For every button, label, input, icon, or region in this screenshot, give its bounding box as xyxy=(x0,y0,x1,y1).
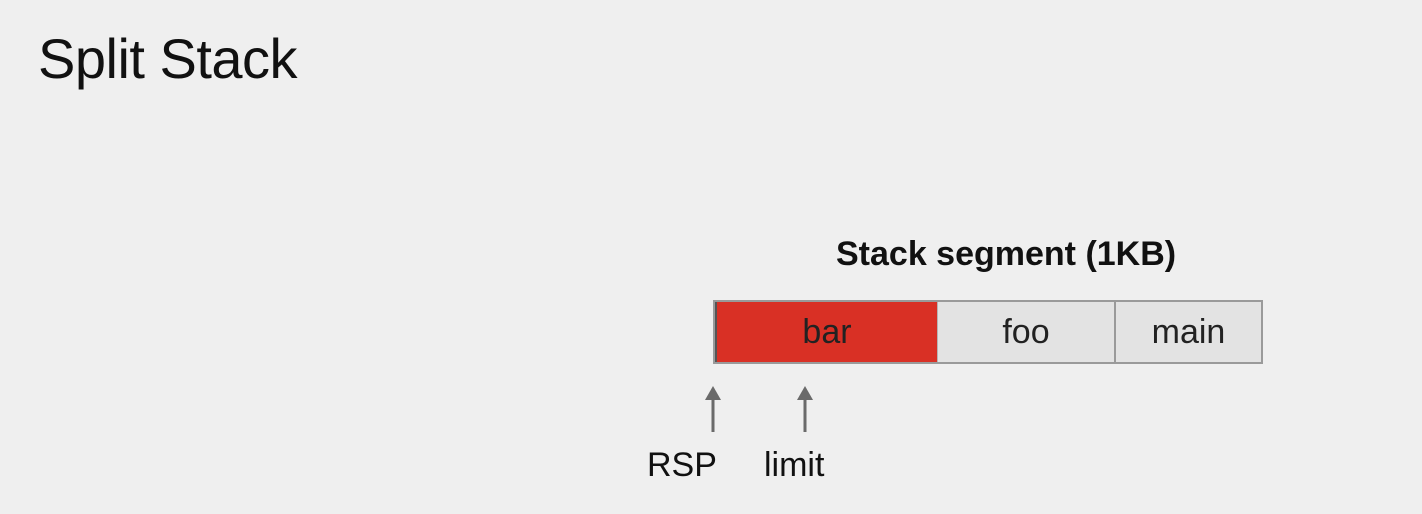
frame-bar: bar xyxy=(715,302,937,362)
frame-foo-label: foo xyxy=(1002,312,1050,351)
rsp-arrow-icon xyxy=(705,386,721,432)
slide-title: Split Stack xyxy=(38,27,298,90)
limit-arrow-icon xyxy=(797,386,813,432)
rsp-label: RSP xyxy=(647,446,717,484)
frame-main: main xyxy=(1114,302,1261,362)
frame-bar-label: bar xyxy=(802,312,852,351)
stack-segment-label: Stack segment (1KB) xyxy=(836,235,1177,273)
frame-main-label: main xyxy=(1151,312,1226,351)
frame-foo: foo xyxy=(937,302,1114,362)
limit-label: limit xyxy=(764,446,825,484)
stack-segment: bar foo main xyxy=(713,300,1263,364)
